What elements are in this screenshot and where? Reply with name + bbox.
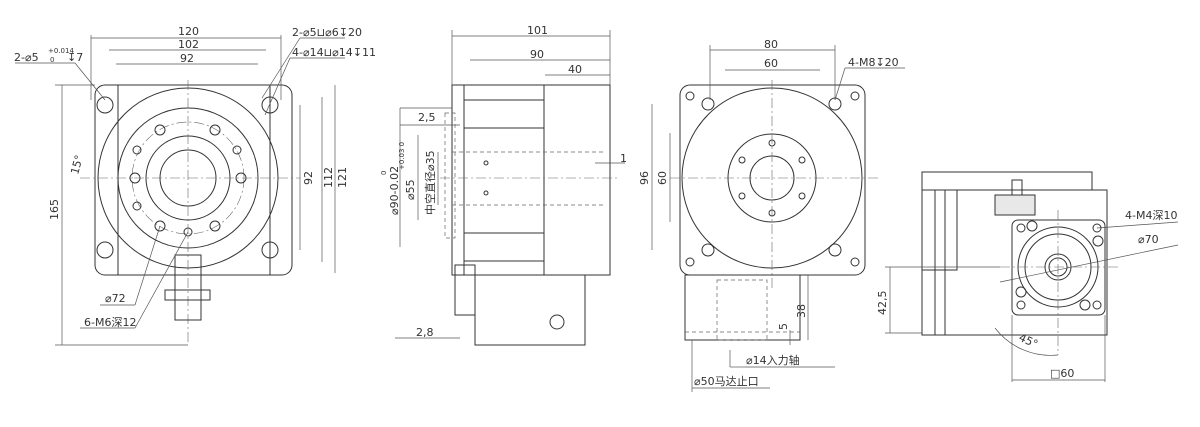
- m4-tapped-note: 4-M4深10: [1125, 209, 1177, 222]
- dim-90: 90: [530, 48, 544, 61]
- pcd-72: ⌀72: [105, 292, 126, 305]
- tapped-holes-note: 6-M6深12: [84, 316, 136, 329]
- motor-spigot-label: ⌀50马达止口: [694, 375, 759, 388]
- pin-hole-note: 2-⌀5: [14, 51, 39, 64]
- m8-tapped-note: 4-M8↧20: [848, 56, 899, 69]
- hollow-diameter-label: 中空直径⌀35: [423, 150, 437, 215]
- mounting-holes: [96, 96, 279, 259]
- dim-5: 5: [777, 323, 790, 330]
- dia-55: ⌀55: [404, 179, 417, 200]
- side-view: 101 90 40 2,5 1 2,8 ⌀90-0.02 0 ⌀55 +0.03…: [380, 24, 627, 346]
- dim-92: 92: [180, 52, 194, 65]
- angle-15: 15°: [68, 154, 86, 176]
- rear-view: 80 60 96 60 4-M8↧20 38 5 ⌀14入力轴 ⌀50马达止口: [638, 38, 905, 392]
- dim-40: 40: [568, 63, 582, 76]
- dim-112: 112: [322, 167, 335, 188]
- square-60: □60: [1050, 367, 1074, 380]
- dim-165: 165: [48, 199, 61, 220]
- dia-90-tol: 0: [380, 171, 388, 175]
- dim-60-vertical: 60: [656, 171, 669, 185]
- dim-2-8: 2,8: [416, 326, 434, 339]
- dim-120: 120: [178, 25, 199, 38]
- dim-38: 38: [795, 304, 808, 318]
- angle-45: 45°: [1017, 331, 1040, 351]
- dim-121: 121: [336, 167, 349, 188]
- dim-1: 1: [620, 152, 627, 165]
- dim-80: 80: [764, 38, 778, 51]
- counterbore-small-note: 2-⌀5⊔⌀6↧20: [292, 26, 362, 39]
- counterbore-large-note: 4-⌀14⊔⌀14↧11: [292, 46, 376, 59]
- pin-tol-lower: 0: [50, 56, 54, 64]
- dim-96: 96: [638, 171, 651, 185]
- dim-101: 101: [527, 24, 548, 37]
- dia-55-tol: +0.03 0: [398, 142, 406, 170]
- dim-92-vertical: 92: [302, 171, 315, 185]
- pcd-70: ⌀70: [1138, 233, 1159, 246]
- motor-view: 4-M4深10 ⌀70 42,5 45° □60: [876, 171, 1179, 382]
- dim-102: 102: [178, 38, 199, 51]
- input-shaft-label: ⌀14入力轴: [746, 353, 800, 367]
- dim-2-5: 2,5: [418, 111, 436, 124]
- pin-depth: ↧7: [67, 51, 83, 64]
- dia-90: ⌀90-0.02: [388, 166, 401, 215]
- pin-tol-upper: +0.014: [48, 47, 74, 55]
- dim-60: 60: [764, 57, 778, 70]
- front-view: 120 102 92 92 112 121 165 2-⌀5 +0.014 0 …: [14, 25, 376, 346]
- dim-42-5: 42,5: [876, 291, 889, 316]
